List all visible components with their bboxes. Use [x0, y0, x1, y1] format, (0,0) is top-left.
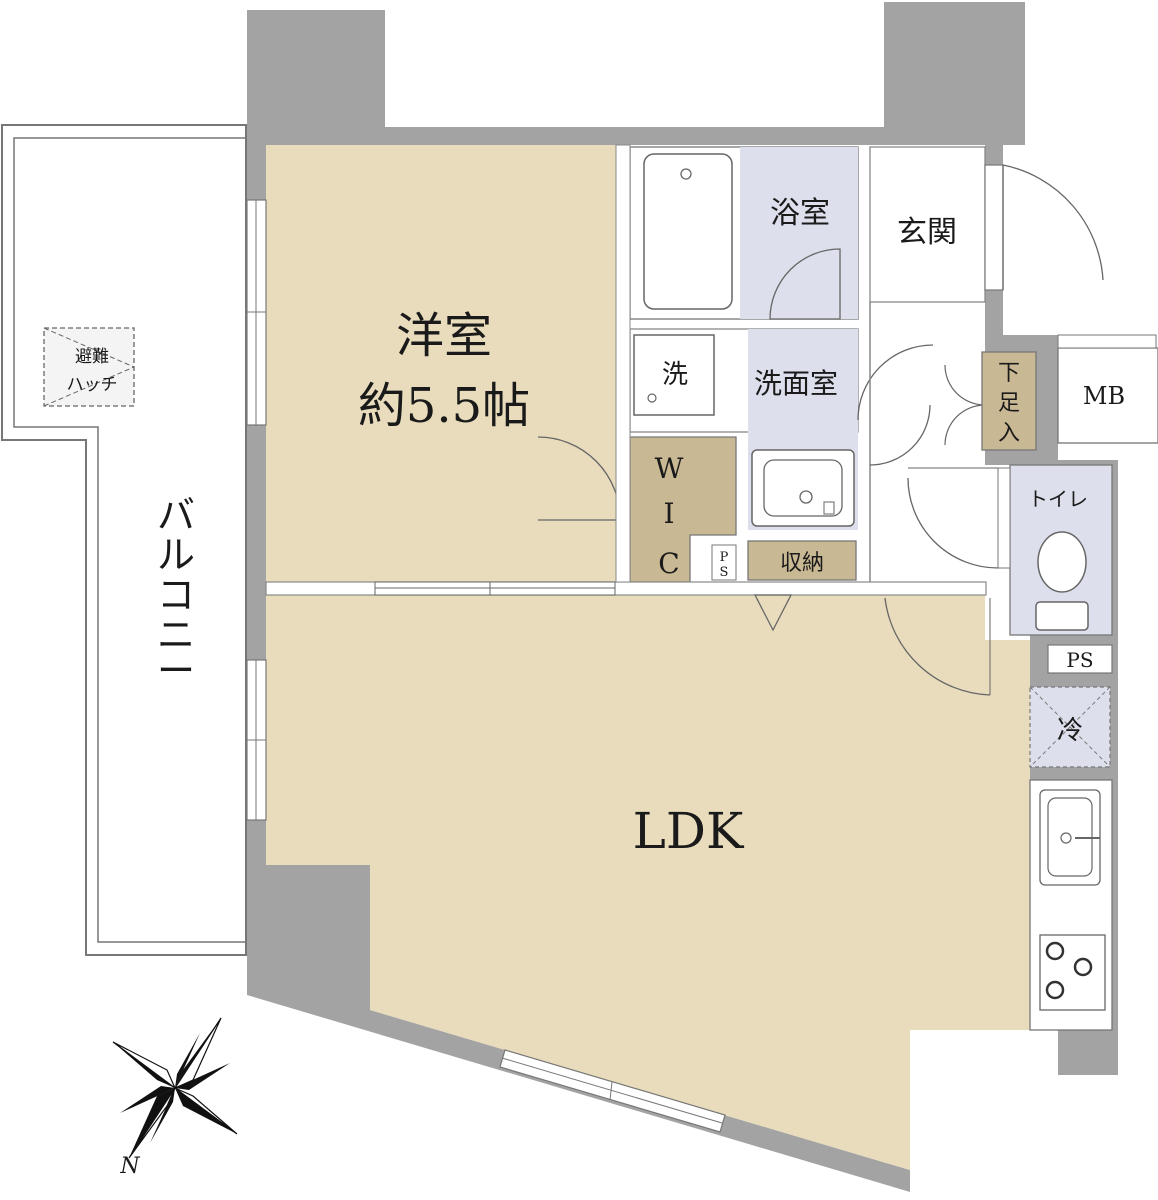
pipe-space-small: P S [711, 544, 737, 581]
toilet-door [907, 477, 999, 569]
svg-text:ニ: ニ [157, 613, 195, 657]
pipe-space-label: PS [1066, 648, 1093, 672]
svg-text:I: I [663, 497, 674, 530]
toilet-label: トイレ [1028, 487, 1088, 511]
western-room: 洋室 約5.5帖 [266, 145, 616, 582]
compass-icon: N [112, 1017, 238, 1179]
meter-box-label: MB [1083, 382, 1125, 410]
svg-text:ル: ル [157, 533, 195, 577]
ldk-door [884, 597, 991, 696]
refrigerator: 冷 [1029, 686, 1111, 768]
svg-text:P: P [720, 550, 729, 565]
svg-text:C: C [658, 547, 679, 580]
balcony: 避難 ハッチ バ ル コ ニ ー [1, 124, 247, 956]
svg-text:ー: ー [157, 649, 195, 693]
bathroom-door [769, 248, 841, 320]
svg-text:入: 入 [998, 421, 1020, 446]
partition-wall [265, 144, 991, 696]
bathroom: 浴室 [629, 146, 859, 320]
bathtub [643, 153, 733, 310]
western-room-name: 洋室 [396, 308, 492, 364]
windows [246, 199, 726, 1133]
toilet: トイレ [907, 464, 1113, 636]
svg-text:S: S [720, 565, 729, 580]
entrance: 玄関 [869, 146, 1104, 303]
kitchen-counter [1029, 779, 1113, 1031]
entrance-door [1002, 164, 1104, 281]
hall [869, 302, 986, 582]
storage: 収納 [747, 540, 857, 581]
washroom-label: 洗面室 [754, 367, 838, 400]
ldk: LDK [266, 595, 1030, 1170]
washing-machine [633, 334, 715, 416]
balcony-label: バ ル コ ニ ー [157, 493, 195, 693]
ldk-label: LDK [633, 802, 745, 860]
svg-text:足: 足 [998, 391, 1020, 416]
refrigerator-label: 冷 [1057, 716, 1083, 746]
shoe-storage: 下 足 入 [981, 351, 1037, 451]
bathroom-label: 浴室 [770, 196, 830, 231]
pipe-space: PS [1047, 644, 1113, 674]
washing-machine-label: 洗 [662, 360, 688, 390]
toilet-bowl [1037, 531, 1087, 593]
storage-label: 収納 [780, 551, 824, 576]
evacuation-hatch-label-2: ハッチ [67, 375, 118, 395]
washroom: 洗 洗面室 [629, 328, 934, 530]
meter-box: MB [1057, 334, 1158, 444]
wash-basin [751, 449, 855, 527]
evacuation-hatch-label-1: 避難 [75, 347, 109, 367]
western-room-size: 約5.5帖 [358, 378, 530, 434]
north-label: N [119, 1154, 140, 1179]
svg-text:W: W [655, 452, 684, 485]
svg-text:バ: バ [157, 493, 195, 537]
washroom-door [857, 344, 934, 421]
evacuation-hatch: 避難 ハッチ [43, 327, 135, 407]
svg-text:下: 下 [998, 361, 1020, 386]
svg-text:コ: コ [157, 573, 195, 617]
entrance-label: 玄関 [897, 215, 957, 250]
